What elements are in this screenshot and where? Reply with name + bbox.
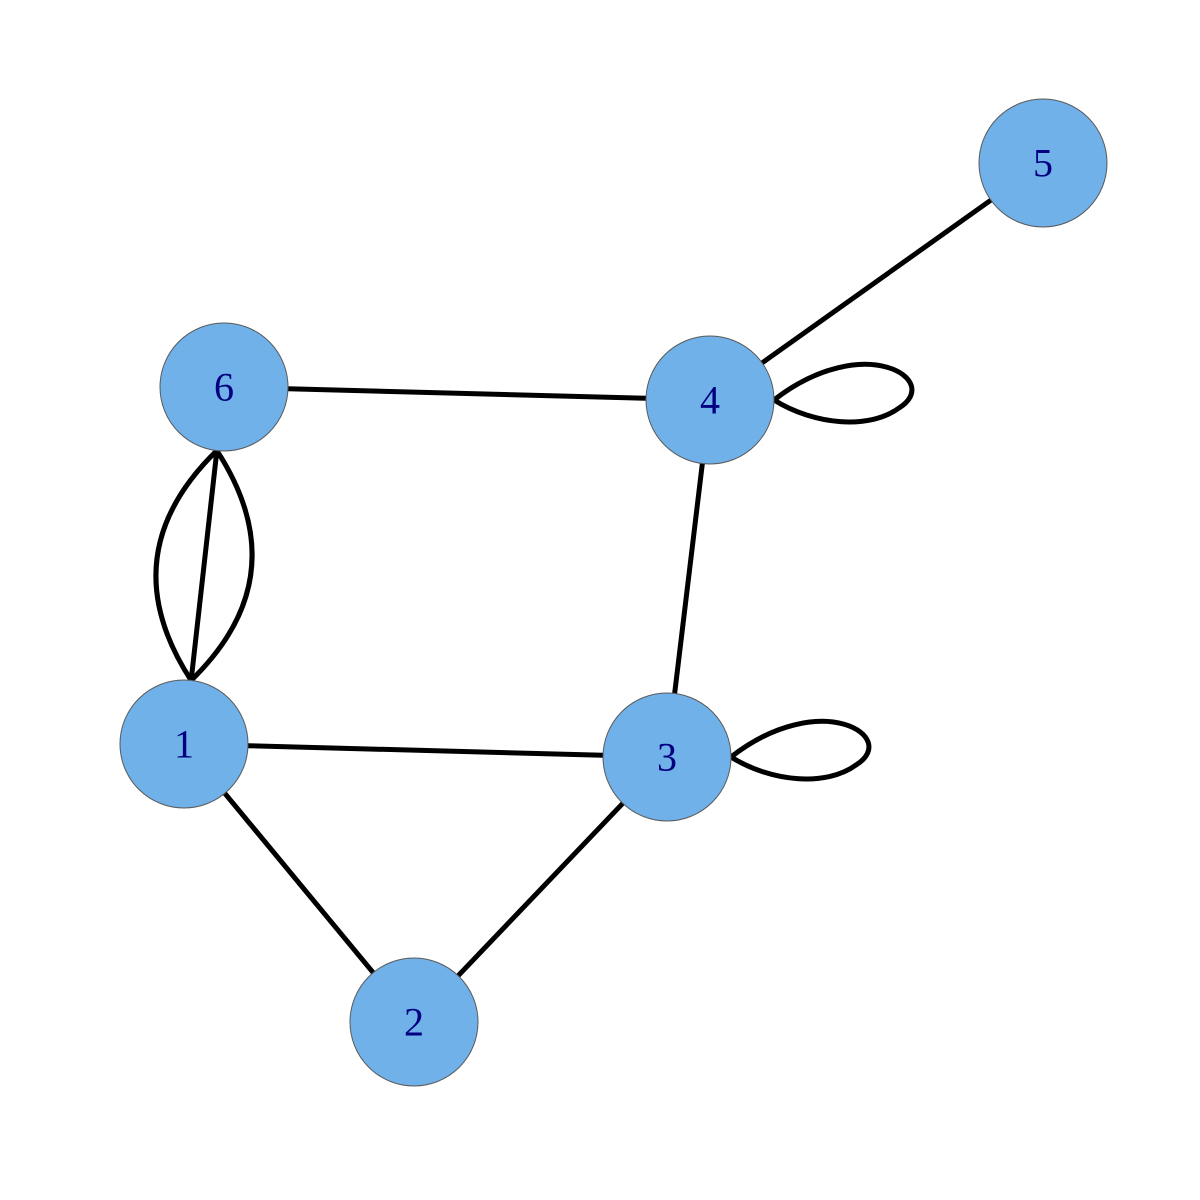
edge-4-loop <box>771 361 915 425</box>
node-2-circle <box>349 957 479 1087</box>
node-4-label: 4 <box>700 378 720 423</box>
node-5-label: 5 <box>1033 141 1053 186</box>
edge-2-3 <box>455 800 626 979</box>
node-1: 1 <box>119 679 249 809</box>
node-1-circle <box>119 679 249 809</box>
edge-1-2 <box>222 790 376 976</box>
edge-6-4 <box>285 386 649 401</box>
node-3: 3 <box>602 692 732 822</box>
node-6-label: 6 <box>214 365 234 410</box>
node-5-circle <box>978 98 1108 228</box>
node-1-label: 1 <box>174 722 194 767</box>
edge-6-1-1 <box>188 448 255 683</box>
node-6: 6 <box>159 322 289 452</box>
node-2-label: 2 <box>404 1000 424 1045</box>
node-4-circle <box>645 335 775 465</box>
node-5: 5 <box>978 98 1108 228</box>
edge-4-5 <box>759 197 994 366</box>
node-6-circle <box>159 322 289 452</box>
edge-4-3 <box>672 461 705 696</box>
node-2: 2 <box>349 957 479 1087</box>
node-4: 4 <box>645 335 775 465</box>
node-3-label: 3 <box>657 735 677 780</box>
edges-layer <box>153 197 994 979</box>
edge-6-1-2 <box>188 448 220 683</box>
edge-1-3 <box>245 743 606 758</box>
nodes-layer: 1 2 3 4 5 6 <box>119 98 1108 1087</box>
edge-3-loop <box>728 718 872 782</box>
edge-6-1-3 <box>153 448 220 683</box>
node-3-circle <box>602 692 732 822</box>
